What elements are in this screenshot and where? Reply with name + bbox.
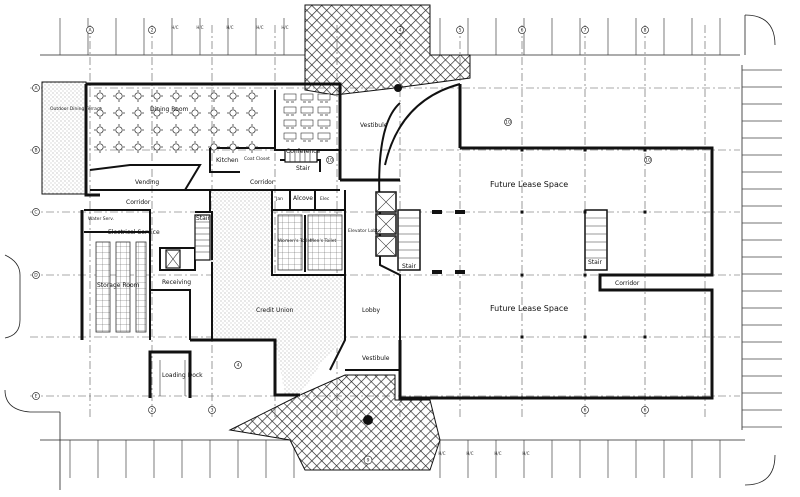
svg-text:A: A [34, 86, 38, 92]
grid-bubbles: A 2 4 5 6 7 8 A B C D E 2 3 4 6 6 9 [32, 26, 652, 465]
parking-right [741, 65, 782, 430]
label-conference: Conference [286, 148, 321, 155]
dining-tables [94, 90, 258, 153]
toilet-stalls [277, 214, 343, 271]
svg-text:E: E [35, 394, 38, 400]
svg-text:H/C: H/C [466, 451, 473, 456]
svg-text:6: 6 [644, 408, 647, 414]
label-electrical-closet: Elec [320, 196, 330, 202]
svg-text:A: A [88, 28, 92, 34]
label-receiving: Receiving [162, 279, 191, 286]
svg-text:7: 7 [584, 28, 587, 34]
svg-text:8: 8 [644, 28, 647, 34]
columns [520, 148, 647, 339]
label-vending: Vending [135, 179, 159, 186]
loading-dock-lines [159, 360, 186, 396]
label-future-lease-north: Future Lease Space [490, 180, 568, 189]
entry-plaza-south [228, 374, 441, 471]
entry-column-north [394, 84, 402, 92]
label-credit-union: Credit Union [256, 307, 293, 314]
svg-text:10: 10 [327, 158, 333, 164]
credit-union-floor [212, 190, 345, 395]
exterior-walls [80, 82, 714, 400]
label-lobby: Lobby [362, 307, 381, 314]
svg-text:H/C: H/C [281, 25, 288, 30]
parking-top [40, 18, 740, 56]
svg-text:H/C: H/C [226, 25, 233, 30]
svg-text:4: 4 [237, 363, 240, 369]
label-dining-room: Dining Room [150, 106, 189, 113]
accessible-parking-labels: H/C H/C H/C H/C H/C H/C H/C H/C H/C [171, 25, 529, 456]
svg-text:6: 6 [584, 408, 587, 414]
label-elevator-lobby: Elevator Lobby [348, 228, 382, 234]
label-stair-east: Stair [588, 259, 603, 266]
label-stair-west: Stair [196, 215, 211, 222]
label-alcove: Alcove [293, 195, 313, 202]
slab-dashes [432, 210, 465, 274]
label-corridor-east: Corridor [615, 280, 640, 287]
label-coat-closet: Coat Closet [244, 156, 270, 162]
svg-text:10: 10 [645, 158, 651, 164]
label-electrical-service: Electrical Service [108, 229, 160, 236]
label-water-service: Water Serv. [88, 216, 114, 222]
label-mens-toilet: Men's Toilet [310, 238, 337, 244]
svg-text:D: D [34, 273, 38, 279]
svg-text:H/C: H/C [196, 25, 203, 30]
conference-seating [283, 93, 331, 142]
svg-text:2: 2 [151, 28, 154, 34]
parking-islands [4, 14, 776, 490]
entry-column-south [363, 415, 373, 425]
elevators [165, 191, 397, 269]
stair-west-graphic [194, 214, 211, 261]
svg-text:4: 4 [399, 28, 402, 34]
stair-core-graphic [397, 209, 421, 271]
svg-text:10: 10 [505, 120, 511, 126]
label-outdoor-dining-terrace: Outdoor Dining Terrace [50, 106, 102, 112]
svg-text:H/C: H/C [171, 25, 178, 30]
svg-text:6: 6 [521, 28, 524, 34]
label-corridor-north: Corridor [250, 179, 275, 186]
stair-east-graphic [584, 209, 608, 271]
outdoor-terrace-area [41, 81, 87, 195]
label-corridor-west: Corridor [126, 199, 151, 206]
interior-walls [84, 90, 346, 340]
svg-text:H/C: H/C [522, 451, 529, 456]
label-kitchen: Kitchen [216, 157, 239, 164]
label-vestibule-south: Vestibule [362, 355, 390, 362]
label-stair-north: Stair [296, 165, 311, 172]
parking-bottom [40, 439, 745, 478]
label-vestibule-north: Vestibule [360, 122, 388, 129]
storage-racks [95, 241, 147, 333]
svg-text:5: 5 [459, 28, 462, 34]
svg-text:C: C [34, 210, 37, 216]
label-future-lease-south: Future Lease Space [490, 304, 568, 313]
label-loading-dock: Loading Dock [162, 372, 203, 379]
svg-text:3: 3 [211, 408, 214, 414]
svg-text:2: 2 [151, 408, 154, 414]
label-womens-toilet: Women's Toilet [278, 238, 312, 244]
svg-text:H/C: H/C [438, 451, 445, 456]
svg-text:H/C: H/C [256, 25, 263, 30]
svg-text:H/C: H/C [494, 451, 501, 456]
stair-north-graphic [284, 149, 318, 163]
label-stair-core: Stair [402, 263, 417, 270]
label-janitor: Jan [275, 196, 283, 202]
svg-text:B: B [34, 148, 37, 154]
label-storage-room: Storage Room [97, 282, 140, 289]
svg-text:9: 9 [367, 458, 370, 464]
entry-plaza-north [304, 4, 471, 96]
